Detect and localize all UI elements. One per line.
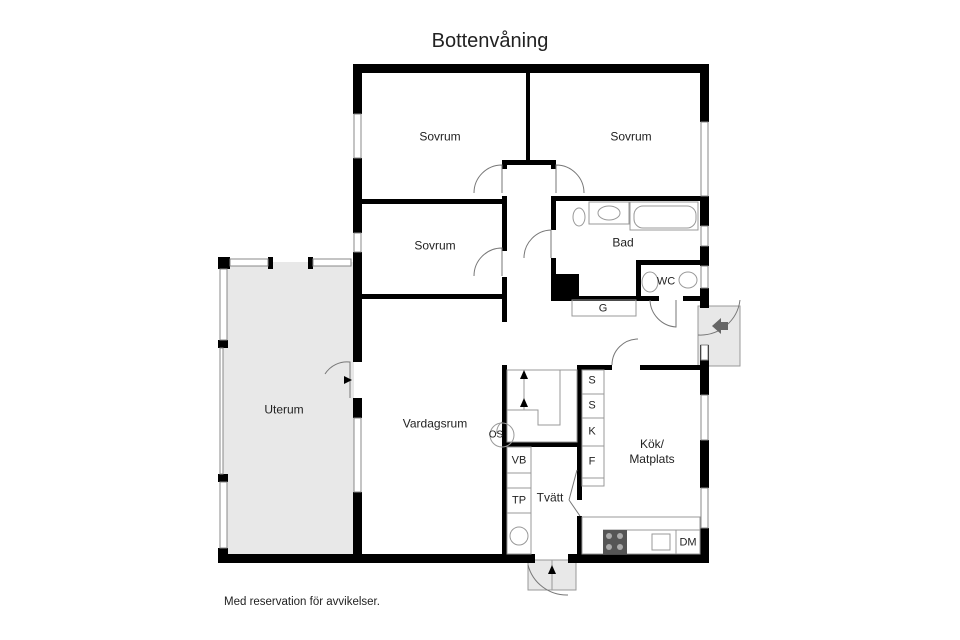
room-label-uterum: Uterum: [264, 402, 304, 417]
room-label-sovrum-2: Sovrum: [610, 129, 652, 144]
room-label-kok: Kök/ Matplats: [629, 437, 675, 466]
walls: [218, 64, 709, 563]
room-label-vardagsrum: Vardagsrum: [402, 416, 468, 431]
fixture-label-tp: TP: [511, 494, 527, 507]
room-label-wc: WC: [656, 275, 676, 288]
disclaimer: Med reservation för avvikelser.: [224, 596, 380, 608]
room-label-sovrum-3: Sovrum: [414, 238, 456, 253]
floor-title: Bottenvåning: [431, 30, 549, 52]
room-label-bad: Bad: [612, 235, 634, 250]
fixture-label-dm: DM: [679, 536, 697, 549]
fixture-label-f: F: [588, 455, 596, 468]
fixture-label-k: K: [588, 425, 596, 438]
fixture-label-vb: VB: [511, 454, 527, 467]
room-label-sovrum-1: Sovrum: [419, 129, 461, 144]
room-label-tvatt: Tvätt: [536, 490, 564, 505]
fixture-label-s1: S: [588, 374, 596, 387]
uterum-floor: [223, 262, 354, 555]
fixture-label-os: OS: [488, 429, 504, 441]
fixture-label-g: G: [598, 302, 608, 315]
fixture-label-s2: S: [588, 399, 596, 412]
